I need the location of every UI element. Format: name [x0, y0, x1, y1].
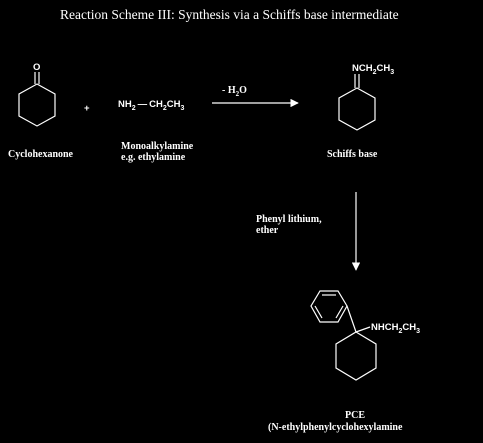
ethylamino-substituent: NHCH2CH3	[371, 322, 420, 335]
pce-structure: NHCH2CH3	[310, 290, 420, 381]
carbon-to-nitrogen-bond	[355, 326, 371, 333]
monoalkylamine-label: Monoalkylamine	[121, 141, 194, 152]
schiff-base-structure: NCH2CH3	[338, 63, 394, 131]
phenyl-inner-bond-3	[314, 305, 323, 319]
ethylamine-example-label: e.g. ethylamine	[121, 152, 186, 163]
pce-label: PCE	[345, 410, 365, 421]
ethylamine-formula: NH2—CH2CH3	[118, 99, 185, 112]
phenyl-to-carbon-bond	[346, 305, 357, 333]
ethylamine-structure: NH2—CH2CH3	[118, 99, 185, 112]
cyclohexanone-structure: O	[18, 62, 56, 127]
schiff-base-label: Schiffs base	[327, 149, 378, 160]
scheme-title: Reaction Scheme III: Synthesis via a Sch…	[60, 7, 399, 22]
plus-sign: +	[84, 103, 90, 114]
ether-label: ether	[256, 225, 279, 236]
schiff-base-ring	[338, 87, 376, 131]
phenyl-inner-bond-2	[335, 305, 344, 319]
dehydration-label: - H2O	[222, 85, 247, 98]
phenyl-ring	[310, 290, 348, 323]
phenyl-lithium-label: Phenyl lithium,	[256, 214, 322, 225]
cyclohexanone-label: Cyclohexanone	[8, 149, 74, 160]
carbonyl-oxygen-label: O	[33, 62, 40, 73]
cyclohexanone-ring	[18, 83, 56, 127]
pce-full-name-label: (N-ethylphenylcyclohexylamine	[268, 422, 403, 433]
imine-formula: NCH2CH3	[352, 63, 394, 76]
pce-cyclohexane-ring	[335, 331, 377, 381]
